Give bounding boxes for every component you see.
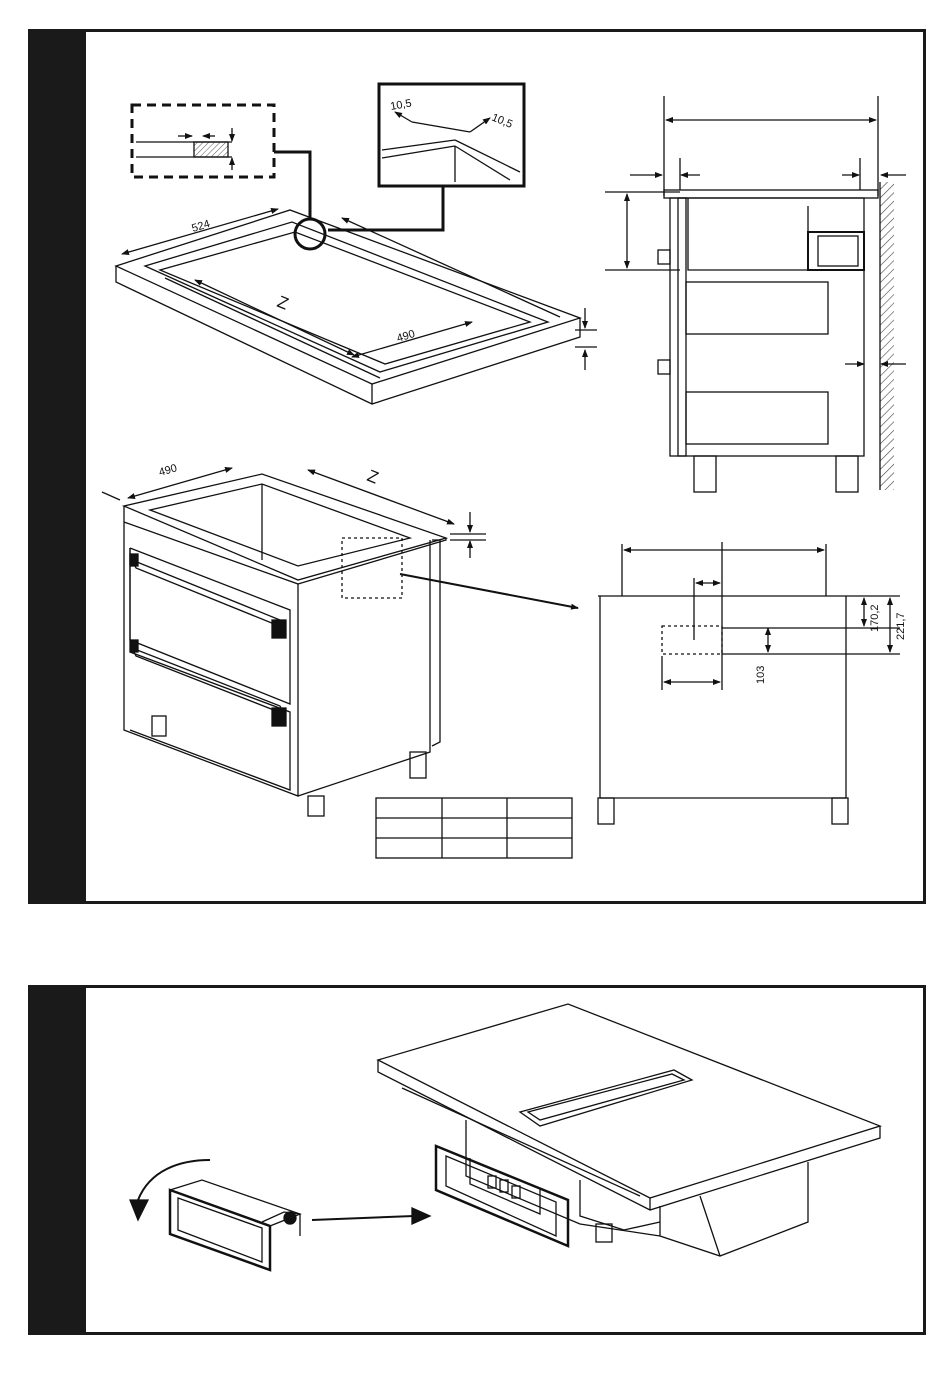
dim-offset: 103: [755, 666, 767, 684]
side-section-view: [605, 96, 906, 492]
dim-depth-3: 490: [158, 462, 179, 479]
dim-detail-b: 10,5: [490, 112, 514, 131]
dim-depth-1: 524: [190, 218, 211, 235]
corner-detail-box: [328, 84, 524, 230]
dim-height-2: 221,7: [895, 612, 907, 640]
rear-panel-view: [598, 542, 900, 824]
dim-z-1: Z: [275, 292, 292, 314]
edge-detail-dashed-box: [132, 105, 310, 218]
dim-z-2: Z: [365, 466, 382, 488]
dim-detail-a: 10,5: [389, 97, 412, 113]
dim-depth-2: 490: [395, 328, 416, 345]
dimension-table: [376, 798, 572, 858]
hob-with-downdraft: [378, 1004, 880, 1256]
dim-height-1: 170,2: [869, 604, 881, 632]
cabinet-with-drawers: [102, 468, 578, 816]
filter-cassette: [130, 1160, 430, 1270]
worktop-cutout: [116, 209, 597, 404]
